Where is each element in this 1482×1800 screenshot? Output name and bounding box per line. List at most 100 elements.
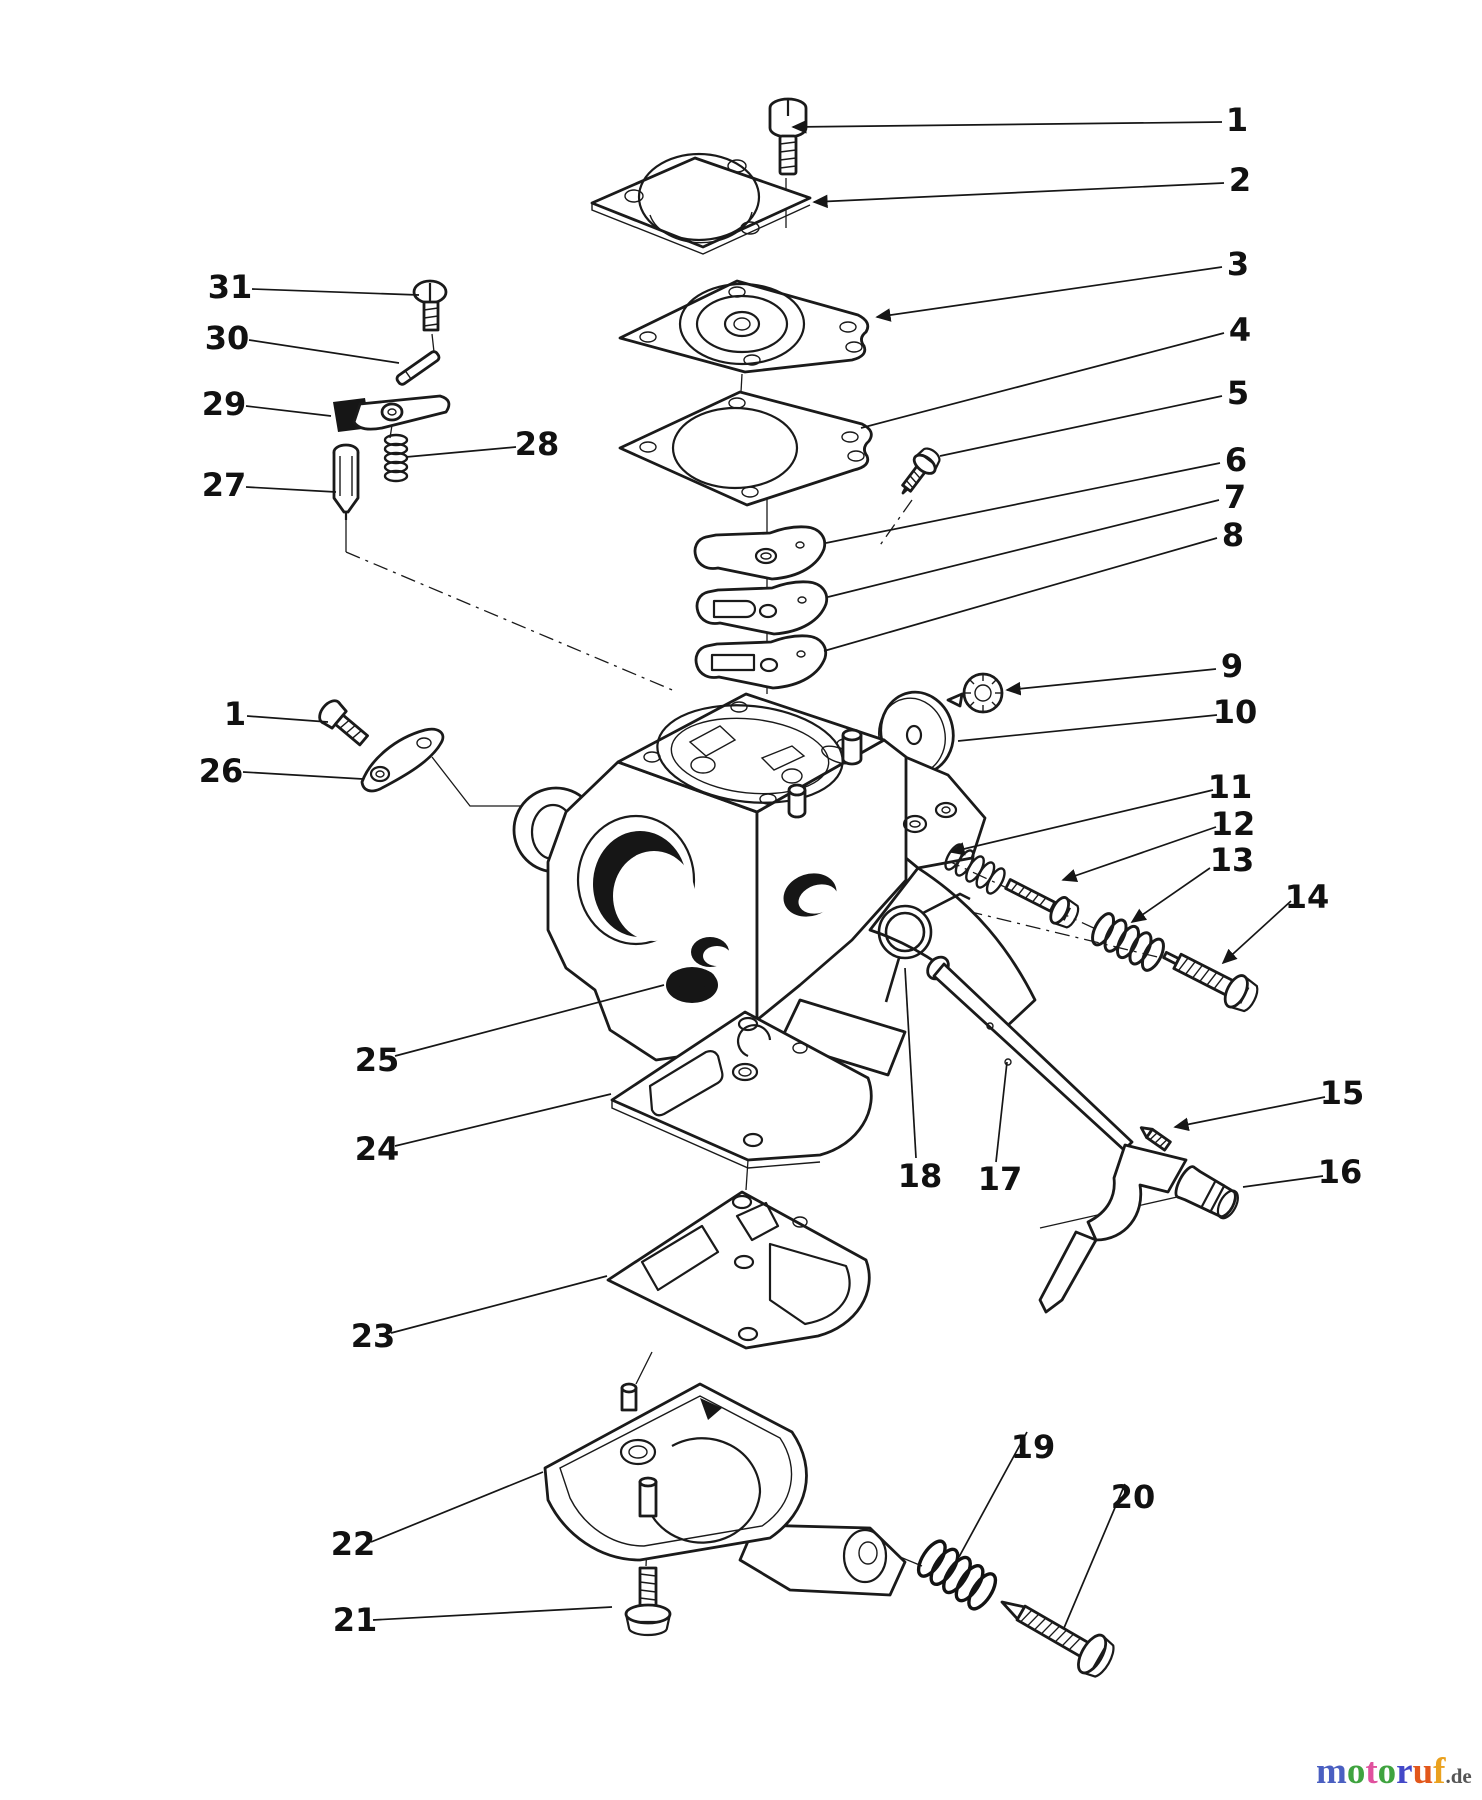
callout-label: 1 xyxy=(224,695,246,733)
leader-line xyxy=(1130,867,1211,923)
logo-letter: f xyxy=(1433,1751,1446,1792)
part-21-screw xyxy=(624,1566,672,1637)
leader-line xyxy=(390,1275,608,1334)
leader-line xyxy=(394,1093,612,1147)
callout-label: 19 xyxy=(1011,1428,1056,1466)
callout-label: 10 xyxy=(1213,693,1258,731)
leader-line xyxy=(904,967,917,1159)
part-1-cover-screw xyxy=(768,97,808,176)
leader-line xyxy=(958,1431,1028,1558)
leader-line xyxy=(827,499,1220,598)
leader-line xyxy=(957,714,1218,742)
part-19-spring xyxy=(916,1539,998,1611)
logo-suffix: .de xyxy=(1445,1764,1472,1788)
part-5-screw xyxy=(901,447,941,495)
callout-label: 30 xyxy=(205,319,250,357)
callout-label: 6 xyxy=(1225,441,1247,479)
callout-label: 3 xyxy=(1227,245,1249,283)
leader-line xyxy=(1242,1175,1324,1188)
leader-line xyxy=(823,537,1218,652)
leader-line xyxy=(875,266,1223,322)
callout-label: 27 xyxy=(202,466,247,504)
part-20-tapping-screw xyxy=(1000,1600,1115,1678)
part-16-clamp xyxy=(1174,1165,1239,1220)
part-29-lever xyxy=(333,394,451,432)
callout-label: 23 xyxy=(351,1317,396,1355)
callout-label: 26 xyxy=(199,752,244,790)
part-13-spring xyxy=(1091,912,1165,972)
part-23-gasket xyxy=(606,1190,871,1350)
callout-label: 7 xyxy=(1224,478,1246,516)
part-31-screw xyxy=(412,279,448,332)
callout-label: 31 xyxy=(208,268,253,306)
callout-label: 24 xyxy=(355,1130,400,1168)
logo-word: motoruf xyxy=(1316,1751,1446,1792)
callout-label: 16 xyxy=(1318,1153,1363,1191)
callout-label: 21 xyxy=(333,1601,378,1639)
part-9-gear-screw xyxy=(946,672,1004,714)
leader-line xyxy=(246,715,329,723)
callout-label: 9 xyxy=(1221,647,1243,685)
part-17-throttle-shaft xyxy=(926,955,1188,1314)
watermark-logo[interactable]: motoruf.de xyxy=(1316,1750,1476,1793)
callout-label: 14 xyxy=(1285,878,1330,916)
logo-letter: o xyxy=(1346,1751,1366,1792)
callout-label: 8 xyxy=(1222,516,1244,554)
callout-label: 5 xyxy=(1227,374,1249,412)
leader-line xyxy=(248,339,400,364)
callout-label: 22 xyxy=(331,1525,376,1563)
logo-letter: u xyxy=(1412,1751,1434,1792)
logo-letter: m xyxy=(1316,1751,1347,1792)
callout-label: 15 xyxy=(1320,1074,1365,1112)
callout-label: 13 xyxy=(1210,841,1255,879)
part-3-diaphragm xyxy=(618,279,870,374)
part-7-lever xyxy=(695,580,829,636)
part-18-torsion-spring xyxy=(877,892,971,1003)
callout-label: 17 xyxy=(978,1160,1023,1198)
part-6-lever xyxy=(693,525,827,581)
part-1-bracket-screw xyxy=(318,699,369,747)
part-2-pump-cover xyxy=(590,152,812,255)
callout-label: 18 xyxy=(898,1157,943,1195)
logo-letter: t xyxy=(1365,1751,1378,1792)
leader-line xyxy=(245,405,332,417)
part-15-screw xyxy=(1139,1126,1172,1152)
callout-label: 12 xyxy=(1211,805,1256,843)
part-30-pin xyxy=(395,350,441,386)
leader-line xyxy=(1173,1096,1326,1132)
leader-line xyxy=(370,1471,544,1543)
part-8-lever xyxy=(694,634,828,690)
leader-line xyxy=(1061,826,1217,882)
part-27-needle-valve xyxy=(332,443,360,520)
leader-line xyxy=(372,1606,613,1621)
callout-layer: 1234567891011121314151617181920212223242… xyxy=(199,101,1365,1639)
part-22-bottom-cover xyxy=(543,1382,907,1597)
logo-letter: r xyxy=(1396,1751,1413,1792)
leader-line xyxy=(1005,668,1217,696)
callout-label: 11 xyxy=(1208,768,1253,806)
callout-label: 25 xyxy=(355,1041,400,1079)
carburetor-body xyxy=(512,692,1037,1077)
leader-line xyxy=(995,1061,1008,1163)
leader-line xyxy=(1221,900,1292,965)
leader-line xyxy=(394,984,665,1057)
part-24-plate xyxy=(610,1010,873,1169)
leader-line xyxy=(251,288,420,296)
leader-line xyxy=(405,446,517,458)
part-28-spring xyxy=(383,433,409,483)
leader-line xyxy=(949,789,1214,856)
leader-line xyxy=(812,182,1225,209)
callout-label: 2 xyxy=(1229,161,1251,199)
leader-line xyxy=(245,486,337,493)
callout-label: 20 xyxy=(1111,1478,1156,1516)
leader-line xyxy=(939,395,1223,457)
callout-label: 4 xyxy=(1229,311,1251,349)
callout-label: 28 xyxy=(515,425,560,463)
part-4-gasket xyxy=(618,390,873,507)
leader-line xyxy=(825,462,1221,544)
callout-label: 29 xyxy=(202,385,247,423)
part-12-screw xyxy=(1004,878,1080,929)
leader-line xyxy=(242,771,364,780)
